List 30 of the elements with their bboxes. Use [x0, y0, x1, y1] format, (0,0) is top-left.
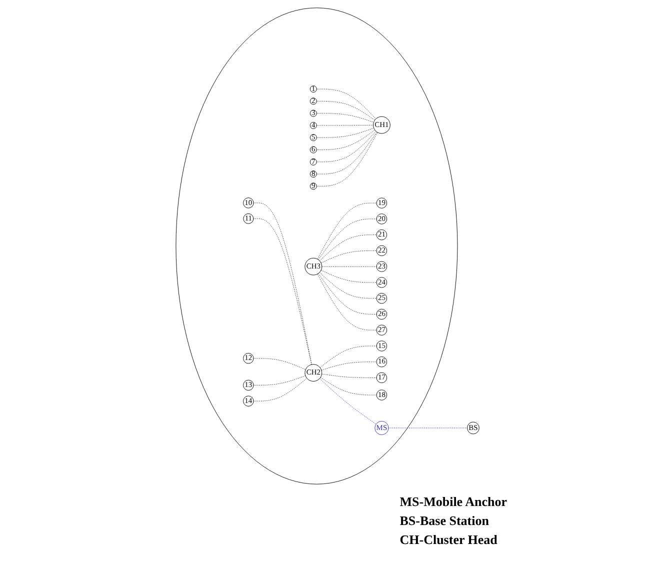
connector [320, 377, 377, 396]
connector [319, 272, 377, 299]
connector [253, 378, 308, 402]
connector [316, 130, 376, 150]
connector [320, 346, 377, 368]
legend-note: MS-Mobile Anchor [400, 493, 507, 511]
connector [320, 270, 377, 283]
connector [316, 132, 378, 174]
connector [320, 250, 377, 264]
connector [316, 88, 376, 120]
connector [319, 234, 377, 262]
connector [318, 273, 377, 314]
connector [317, 202, 377, 260]
legend-note: CH-Cluster Head [400, 531, 498, 549]
legend-note: BS-Base Station [400, 512, 490, 530]
connector [316, 128, 374, 138]
connector [316, 131, 376, 162]
connector [316, 124, 374, 126]
connector [322, 266, 377, 267]
cluster [176, 8, 458, 484]
connector [322, 374, 377, 378]
connector [321, 362, 377, 370]
connector [318, 218, 377, 260]
connector [317, 274, 377, 330]
connector [316, 100, 375, 120]
connector [319, 378, 376, 424]
connector [253, 375, 306, 386]
connector [253, 358, 306, 370]
connector [316, 113, 374, 123]
connector [316, 132, 378, 186]
